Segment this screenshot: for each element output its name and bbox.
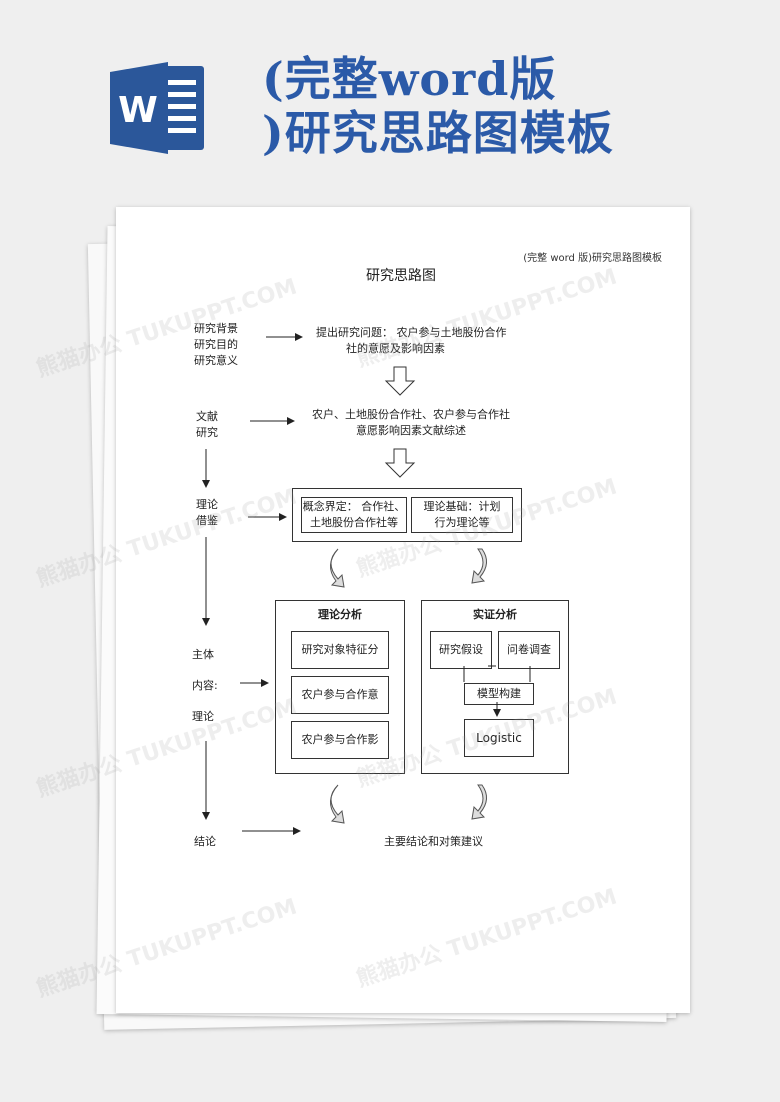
left-label-main: 主体 内容: 理论 [192,648,218,723]
theory-item: 农户参与合作影 [291,721,389,759]
theory-basis-group: 概念界定： 合作社、 土地股份合作社等 理论基础：计划 行为理论等 [292,488,522,542]
curved-arrow [330,548,345,588]
survey-box: 问卷调查 [498,631,560,669]
flow-arrows [202,333,531,835]
theory-analysis-panel: 理论分析 研究对象特征分 农户参与合作意 农户参与合作影 [275,600,405,774]
curved-arrow [330,784,345,824]
banner-title: (完整word版 )研究思路图模板 [262,52,722,160]
left-label-background: 研究背景 研究目的 研究意义 [194,322,238,367]
banner-title-line1: (完整word版 [262,52,557,106]
curved-arrow [471,784,487,820]
model-box: 模型构建 [464,683,534,705]
hollow-down-arrow [384,448,416,478]
theory-foundation-box: 理论基础：计划 行为理论等 [411,497,513,533]
left-label-literature: 文献 研究 [196,410,218,439]
hollow-down-arrow [384,366,416,396]
logistic-box: Logistic [464,719,534,757]
banner-title-line2: )研究思路图模板 [262,106,614,160]
hypothesis-box: 研究假设 [430,631,492,669]
document-title: 研究思路图 [366,268,436,284]
main-conclusion: 主要结论和对策建议 [384,835,483,848]
word-document-icon: W [110,62,204,154]
svg-text:W: W [118,90,158,131]
literature-review: 农户、土地股份合作社、农户参与合作社 意愿影响因素文献综述 [312,408,510,437]
theory-item: 研究对象特征分 [291,631,389,669]
theory-item: 农户参与合作意 [291,676,389,714]
curved-arrow [471,548,487,584]
theory-analysis-title: 理论分析 [318,608,362,621]
concept-definition-box: 概念界定： 合作社、 土地股份合作社等 [301,497,407,533]
left-label-theory: 理论 借鉴 [196,498,218,527]
left-label-conclusion: 结论 [194,835,216,848]
document-page: (完整 word 版)研究思路图模板 研究思路图 研究背景 研究目的 研究意义 … [116,207,690,1013]
header-note: (完整 word 版)研究思路图模板 [523,253,662,264]
research-question: 提出研究问题： 农户参与土地股份合作 社的意愿及影响因素 [316,326,507,355]
empirical-analysis-panel: 实证分析 研究假设 问卷调查 模型构建 Logistic [421,600,569,774]
empirical-analysis-title: 实证分析 [473,608,517,621]
